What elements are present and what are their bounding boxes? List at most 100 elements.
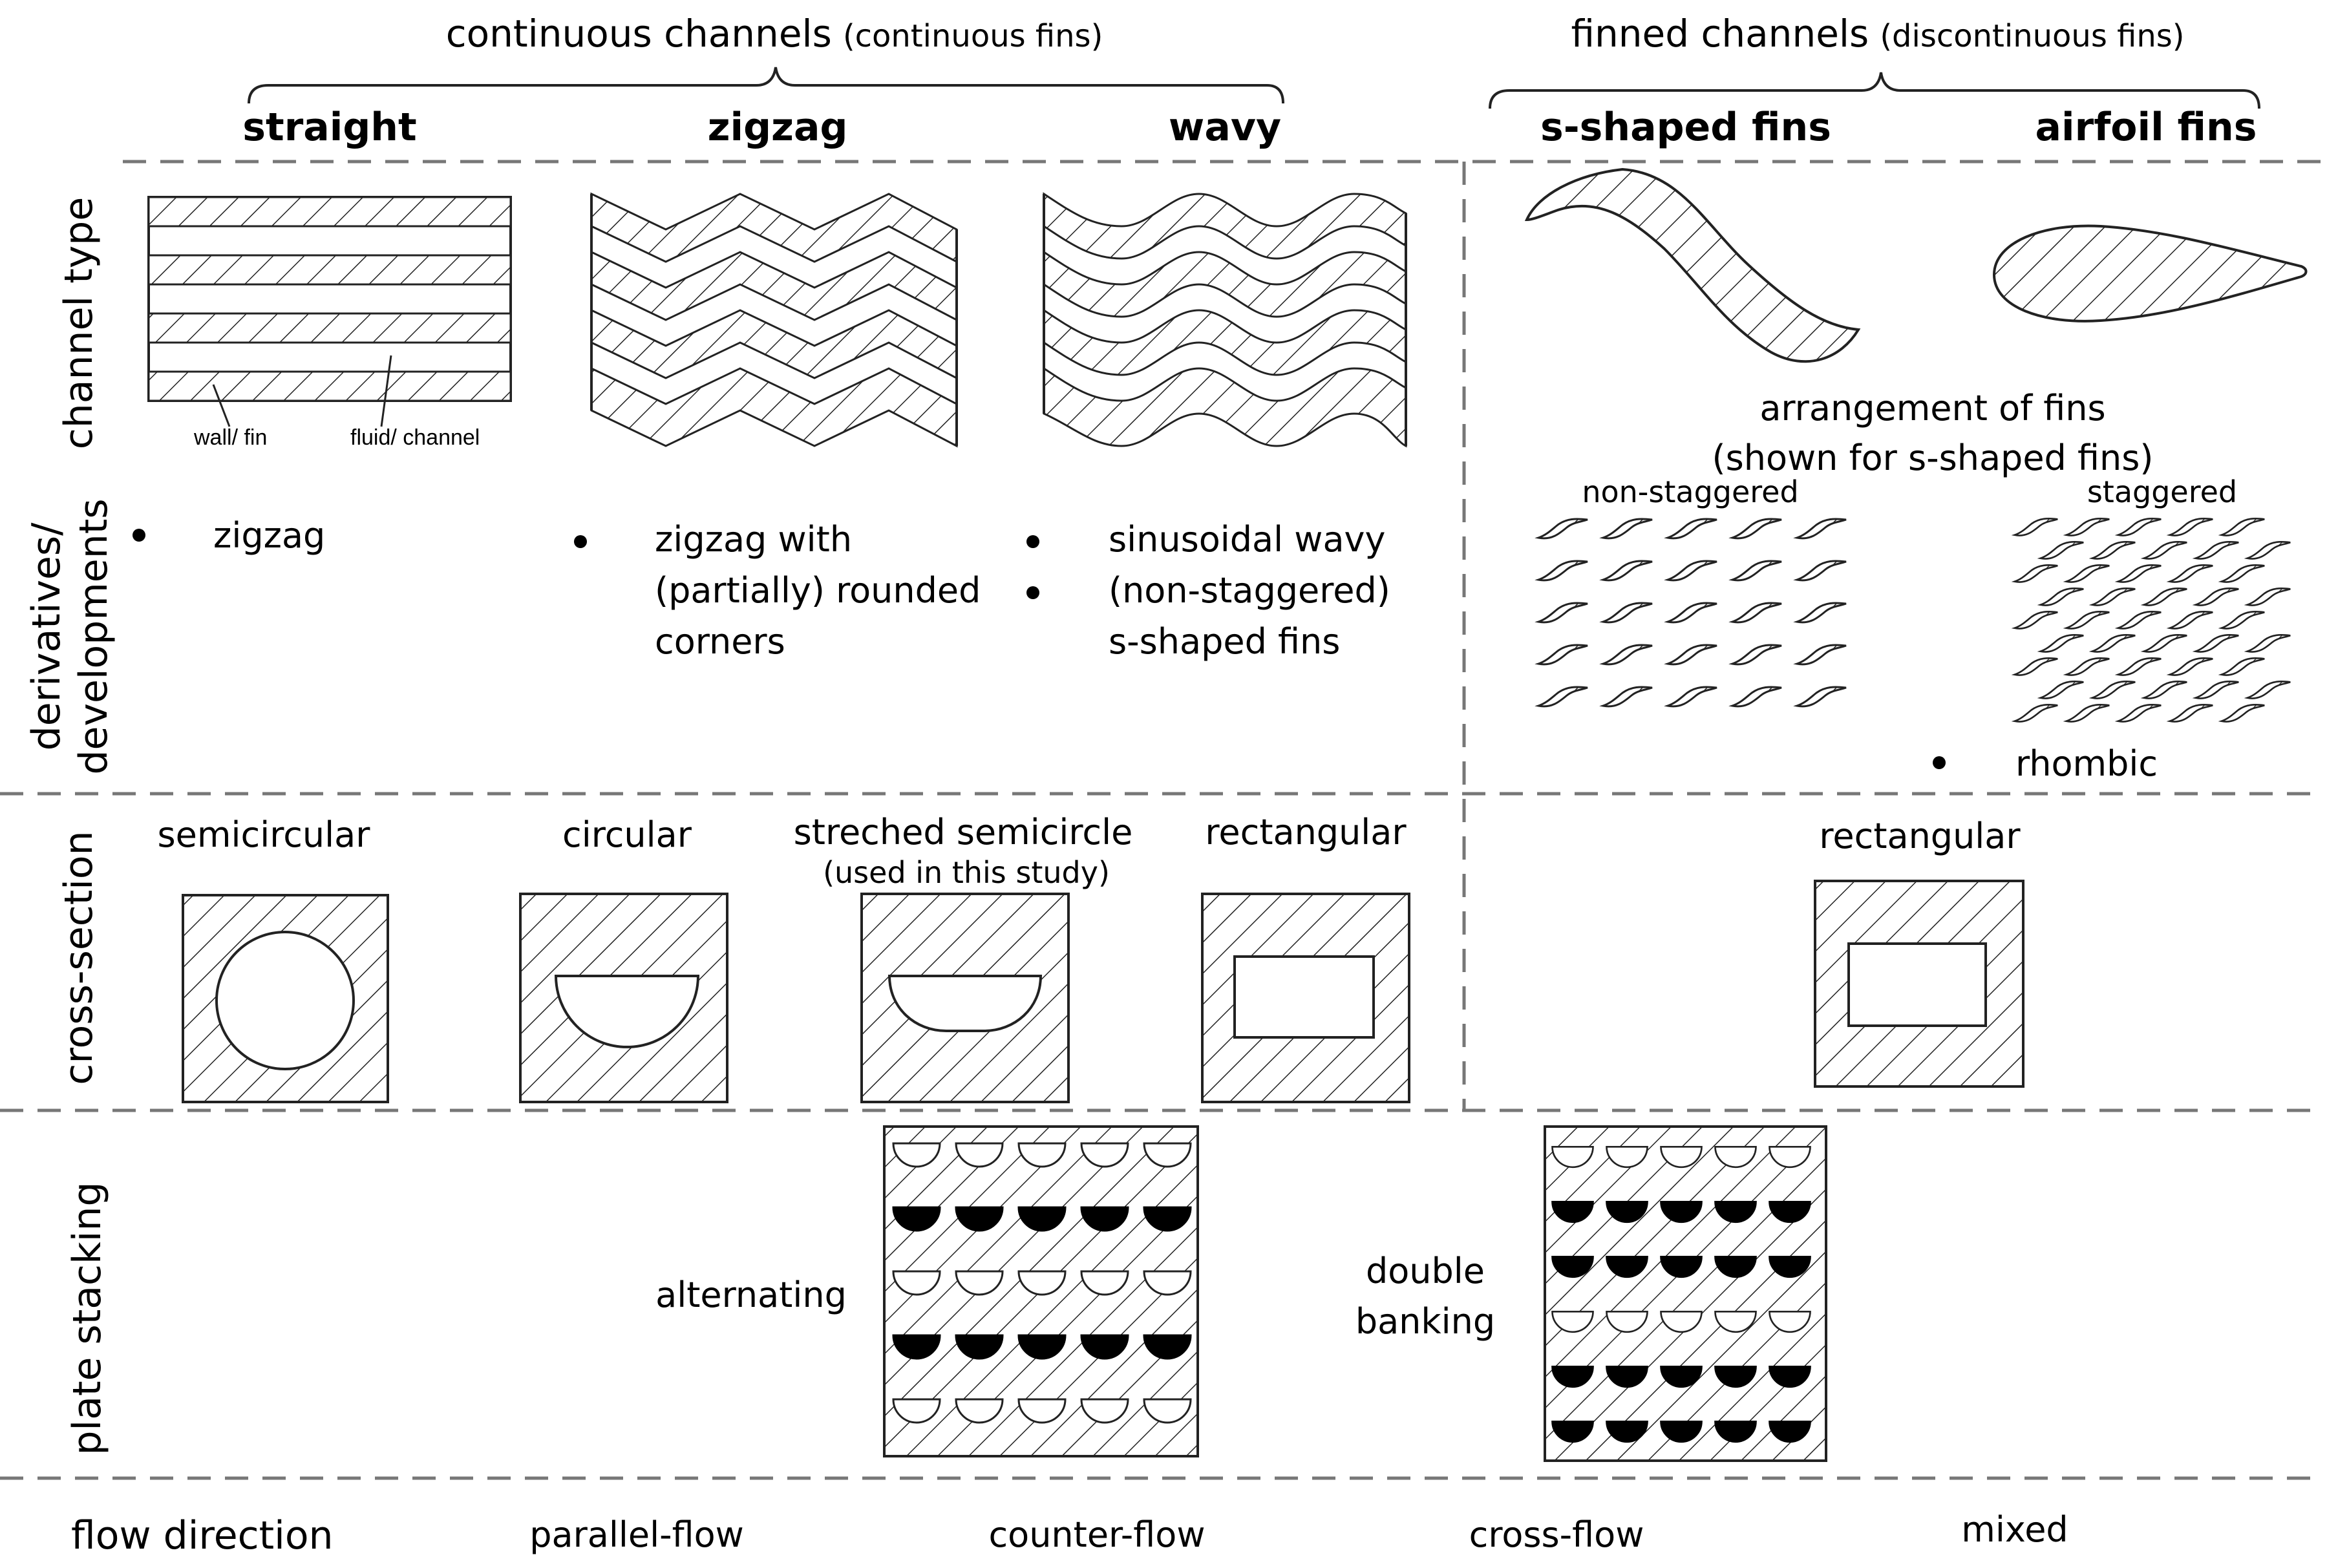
row-label-plate-stacking: plate stacking xyxy=(65,1181,110,1455)
column-straight: straight xyxy=(242,105,416,150)
fin-mark xyxy=(2039,588,2085,606)
fin-mark xyxy=(2246,588,2291,606)
row-label-cross-section: cross-section xyxy=(56,831,101,1085)
fin-mark xyxy=(1731,560,1783,582)
fin-mark xyxy=(2194,681,2240,699)
label-double-1: double xyxy=(1366,1251,1485,1291)
zigzag-fin-3 xyxy=(590,308,958,380)
flow-parallel: parallel-flow xyxy=(529,1514,744,1555)
label-circular: circular xyxy=(562,814,692,855)
fin-mark xyxy=(1796,560,1847,582)
label-alternating: alternating xyxy=(655,1275,847,1315)
straight-fin-2 xyxy=(147,254,512,286)
channel-zigzag xyxy=(590,192,958,448)
label-arrangement-2: (shown for s-shaped fins) xyxy=(1712,438,2154,478)
fin-mark xyxy=(2143,634,2188,653)
fin-mark xyxy=(2143,541,2188,560)
fin-mark xyxy=(2039,541,2085,560)
flow-mixed: mixed xyxy=(1961,1509,2068,1550)
label-semicircular: semicircular xyxy=(158,814,371,855)
derivative-straight-1: zigzag xyxy=(213,515,325,556)
label-staggered: staggered xyxy=(2087,474,2237,509)
cross-section-rectangular-finned xyxy=(1814,880,2024,1088)
fin-mark xyxy=(1666,518,1718,540)
column-wavy: wavy xyxy=(1169,105,1281,150)
wavy-fin-4 xyxy=(1043,366,1407,448)
column-airfoil-fins: airfoil fins xyxy=(2035,105,2257,150)
bullet xyxy=(133,529,145,542)
fin-mark xyxy=(1602,518,1653,540)
fin-mark xyxy=(1796,686,1847,708)
wavy-fin-2 xyxy=(1043,250,1407,318)
flow-direction-row: parallel-flow counter-flow cross-flow mi… xyxy=(529,1509,2068,1555)
derivative-zigzag-1: zigzag with xyxy=(655,519,852,560)
fin-arrangement-staggered: staggered xyxy=(2014,474,2291,723)
fin-mark xyxy=(1666,644,1718,666)
straight-fin-1 xyxy=(147,196,512,228)
bullet xyxy=(1933,756,1946,769)
row-labels: channel type derivatives/ developments c… xyxy=(24,197,334,1558)
label-non-staggered: non-staggered xyxy=(1582,474,1798,509)
row-label-channel-type: channel type xyxy=(56,197,101,450)
grid-separators xyxy=(0,160,2321,1480)
label-stretched-2: (used in this study) xyxy=(823,855,1110,890)
fin-mark xyxy=(2065,704,2110,723)
straight-fin-3 xyxy=(147,312,512,344)
derivatives-wavy: sinusoidal wavy (non-staggered) s-shaped… xyxy=(1026,519,1390,662)
fin-mark xyxy=(2014,564,2059,583)
fin-mark xyxy=(1537,560,1589,582)
fin-mark xyxy=(2220,704,2266,723)
fin-mark xyxy=(1602,602,1653,624)
fin-mark xyxy=(1602,686,1653,708)
fin-mark xyxy=(2143,588,2188,606)
fin-mark xyxy=(1666,602,1718,624)
derivatives-straight: zigzag xyxy=(133,515,325,556)
fin-mark xyxy=(1537,686,1589,708)
fin-mark xyxy=(2169,564,2214,583)
cross-section-circular xyxy=(519,893,728,1103)
fin-mark xyxy=(2065,564,2110,583)
zigzag-fin-4 xyxy=(590,366,958,448)
derivative-zigzag-2: (partially) rounded xyxy=(655,570,981,611)
header: continuous channels (continuous fins) fi… xyxy=(242,12,2260,150)
fin-mark xyxy=(2194,541,2240,560)
channel-straight: wall/ fin fluid/ channel xyxy=(147,196,512,450)
bullet xyxy=(1026,535,1039,548)
derivative-zigzag-3: corners xyxy=(655,621,785,662)
fin-mark xyxy=(1537,518,1589,540)
fin-mark xyxy=(2169,704,2214,723)
airfoil-fin-shape xyxy=(1992,224,2308,323)
cross-section-rectangular xyxy=(1201,893,1410,1103)
fin-mark xyxy=(2091,541,2136,560)
wavy-fin-1 xyxy=(1043,192,1407,260)
stacking-double-banking xyxy=(1544,1125,1827,1462)
fin-mark xyxy=(1796,644,1847,666)
label-arrangement-1: arrangement of fins xyxy=(1759,388,2105,429)
bullet xyxy=(1026,586,1039,599)
label-rectangular: rectangular xyxy=(1205,812,1407,853)
derivative-wavy-1: sinusoidal wavy xyxy=(1109,519,1385,560)
fin-mark xyxy=(2169,611,2214,630)
label-double-2: banking xyxy=(1355,1301,1495,1342)
flow-counter: counter-flow xyxy=(988,1514,1205,1555)
column-s-shaped-fins: s-shaped fins xyxy=(1540,105,1831,150)
label-fluid-channel: fluid/ channel xyxy=(350,425,480,450)
fin-arrangement-non-staggered: non-staggered xyxy=(1537,474,1847,708)
fin-mark xyxy=(1537,602,1589,624)
cross-section-stretched-semicircle xyxy=(860,893,1070,1103)
fin-mark xyxy=(1537,644,1589,666)
fin-mark xyxy=(2039,634,2085,653)
fin-mark xyxy=(2117,704,2162,723)
fin-mark xyxy=(1731,602,1783,624)
fin-mark xyxy=(1602,560,1653,582)
fin-mark xyxy=(2117,611,2162,630)
fin-mark xyxy=(2014,704,2059,723)
fin-mark xyxy=(2065,518,2110,536)
fin-mark xyxy=(2169,518,2214,536)
fin-mark xyxy=(2091,634,2136,653)
fin-mark xyxy=(2014,657,2059,676)
fin-mark xyxy=(2065,657,2110,676)
fin-mark xyxy=(2220,657,2266,676)
cross-section-semicircular xyxy=(182,894,389,1103)
